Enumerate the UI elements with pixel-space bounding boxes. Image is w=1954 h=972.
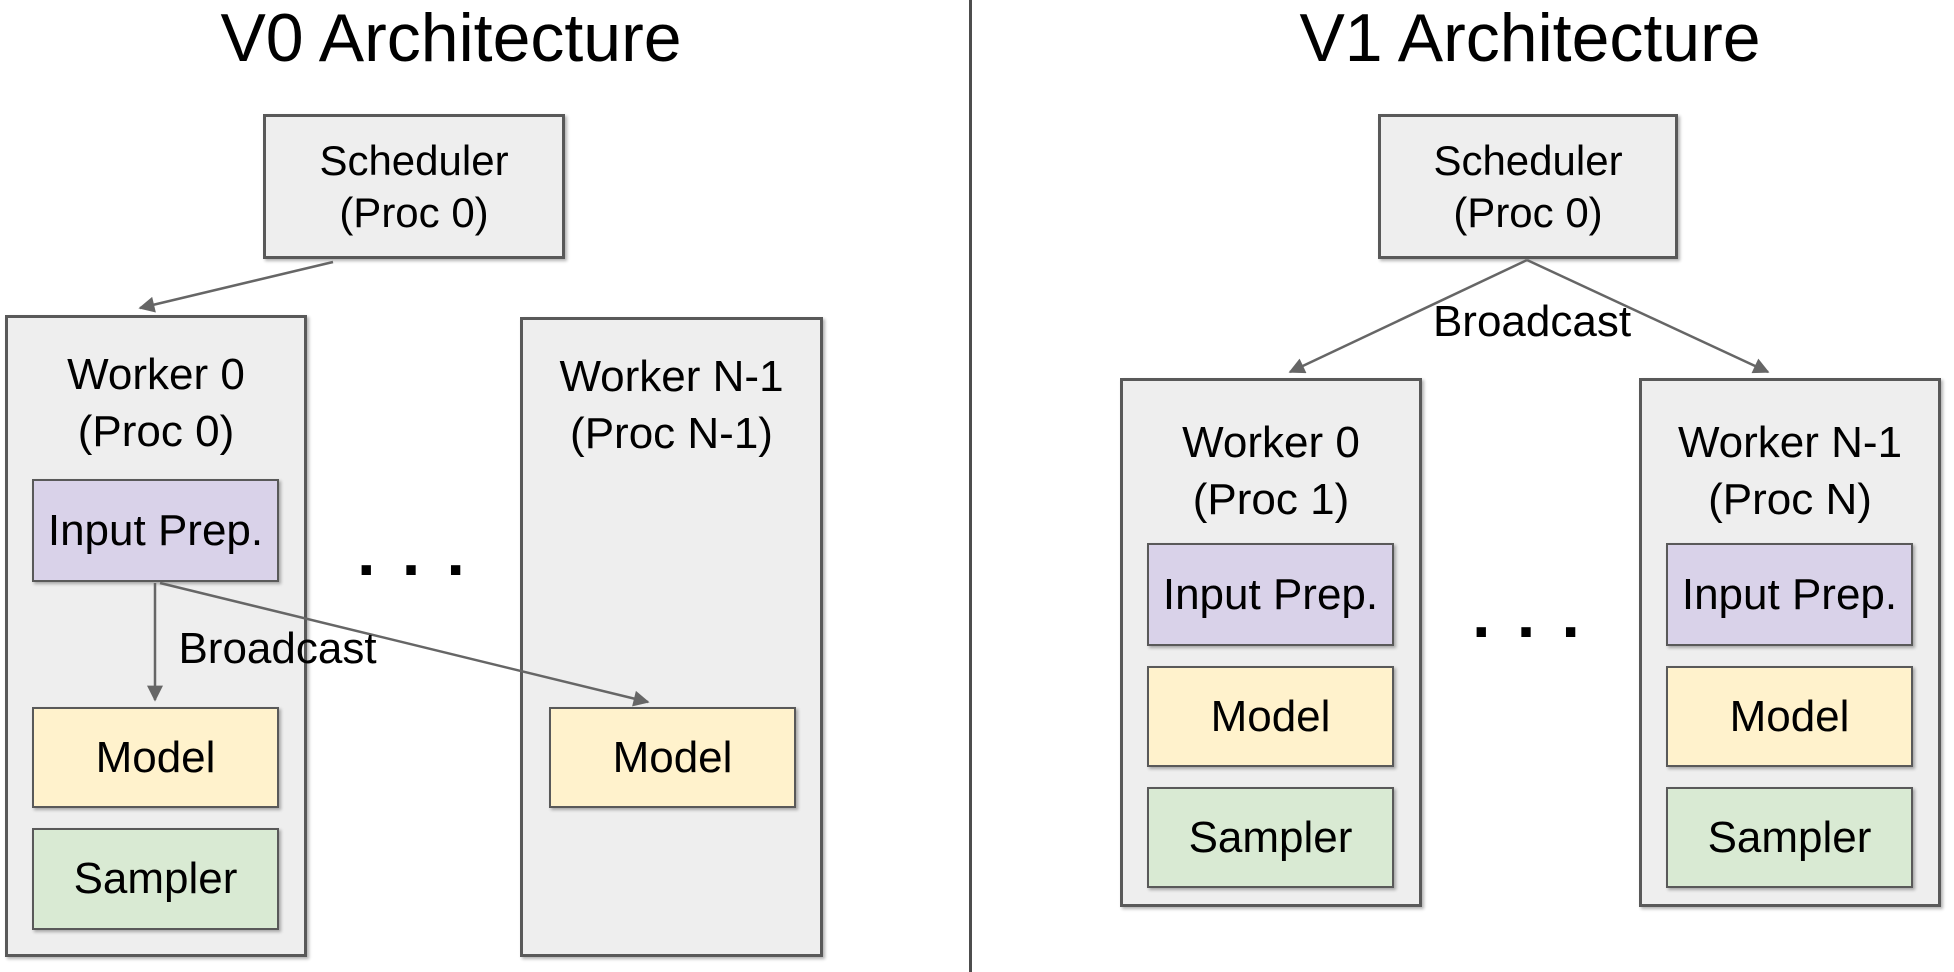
v0-worker0-input-prep-box: Input Prep. xyxy=(32,479,279,582)
v0-workerN1-model-label: Model xyxy=(612,732,733,782)
v0-ellipsis-dots: . . . xyxy=(357,515,469,589)
v1-workerN1-title-line1: Worker N-1 xyxy=(1677,418,1903,467)
v0-worker0-sampler-box: Sampler xyxy=(32,828,279,930)
v1-scheduler-box: Scheduler (Proc 0) xyxy=(1378,114,1678,259)
v0-workerN1-model-box: Model xyxy=(549,707,796,808)
v1-worker0-model-box: Model xyxy=(1147,666,1394,767)
v1-worker0-title-line1: Worker 0 xyxy=(1182,418,1360,467)
panel-divider-line xyxy=(969,0,972,972)
v1-workerN1-model-label: Model xyxy=(1729,691,1850,741)
v1-workerN1-sampler-box: Sampler xyxy=(1666,787,1913,888)
v1-workerN1-input-prep-label: Input Prep. xyxy=(1681,569,1898,619)
v1-workerN1-title: Worker N-1 (Proc N) xyxy=(1642,381,1938,528)
v1-worker0-input-prep-label: Input Prep. xyxy=(1162,569,1379,619)
v1-broadcast-label: Broadcast xyxy=(1432,297,1632,346)
v1-scheduler-line1: Scheduler xyxy=(1433,136,1623,184)
v0-scheduler-label: Scheduler (Proc 0) xyxy=(266,117,562,256)
v0-worker0-input-prep-label: Input Prep. xyxy=(47,505,264,555)
v0-worker0-title-line2: (Proc 0) xyxy=(77,407,235,456)
v1-scheduler-label: Scheduler (Proc 0) xyxy=(1381,117,1675,256)
v0-worker0-model-box: Model xyxy=(32,707,279,808)
v0-title: V0 Architecture xyxy=(220,0,682,76)
v1-workerN1-title-line2: (Proc N) xyxy=(1708,475,1872,524)
v1-workerN1-input-prep-box: Input Prep. xyxy=(1666,543,1913,646)
v1-workerN1-model-box: Model xyxy=(1666,666,1913,767)
v0-worker0-title-line1: Worker 0 xyxy=(67,350,245,399)
v1-worker0-model-label: Model xyxy=(1210,691,1331,741)
v1-title: V1 Architecture xyxy=(1299,0,1761,76)
v0-scheduler-line2: (Proc 0) xyxy=(339,188,489,236)
v0-workerN1-title: Worker N-1 (Proc N-1) xyxy=(523,320,820,462)
v0-worker0-model-label: Model xyxy=(95,732,216,782)
v0-scheduler-box: Scheduler (Proc 0) xyxy=(263,114,565,259)
v0-scheduler-line1: Scheduler xyxy=(319,136,509,184)
v1-worker0-input-prep-box: Input Prep. xyxy=(1147,543,1394,646)
v0-scheduler-to-worker0-arrow xyxy=(138,260,334,313)
v1-workerN1-sampler-label: Sampler xyxy=(1707,812,1872,862)
v1-scheduler-line2: (Proc 0) xyxy=(1453,188,1603,236)
v0-workerN1-title-line2: (Proc N-1) xyxy=(570,409,773,458)
v0-worker0-sampler-label: Sampler xyxy=(73,854,238,903)
v1-ellipsis-dots: . . . xyxy=(1472,577,1584,651)
v1-worker0-title: Worker 0 (Proc 1) xyxy=(1123,381,1419,528)
v0-broadcast-label: Broadcast xyxy=(178,624,377,673)
v0-workerN1-box: Worker N-1 (Proc N-1) xyxy=(520,317,823,957)
v1-worker0-sampler-label: Sampler xyxy=(1188,812,1353,862)
v0-worker0-title: Worker 0 (Proc 0) xyxy=(8,318,304,460)
v0-workerN1-title-line1: Worker N-1 xyxy=(559,352,784,401)
v1-worker0-sampler-box: Sampler xyxy=(1147,787,1394,888)
v1-worker0-title-line2: (Proc 1) xyxy=(1192,475,1350,524)
